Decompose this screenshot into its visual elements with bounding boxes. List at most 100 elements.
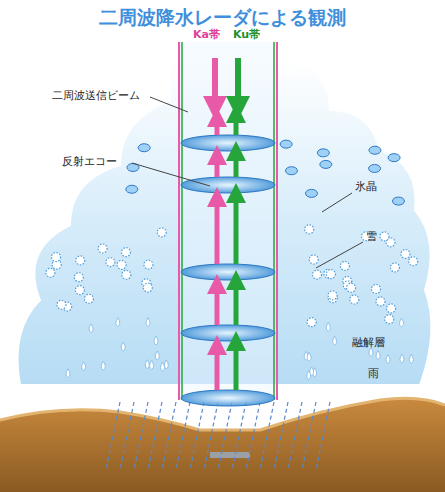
snowflake bbox=[380, 232, 389, 241]
ku-echo-arrow bbox=[234, 151, 239, 177]
ground-station bbox=[210, 452, 250, 458]
snowflake bbox=[76, 256, 85, 265]
rain-streak bbox=[218, 402, 232, 470]
snowflake bbox=[350, 295, 359, 304]
rain-drop bbox=[145, 360, 149, 369]
part-label: 二周波送信ビーム bbox=[52, 89, 140, 102]
rain-streak bbox=[162, 402, 176, 470]
rain-drop bbox=[116, 318, 120, 327]
ku-transmit-arrow bbox=[235, 58, 241, 108]
ka-echo-arrow bbox=[215, 117, 220, 135]
layer-label: 雨 bbox=[368, 367, 379, 380]
snowflake bbox=[372, 284, 381, 293]
range-disc bbox=[181, 135, 275, 151]
snowflake bbox=[347, 283, 356, 292]
rain-streak bbox=[134, 402, 148, 470]
title: 二周波降水レーダによる観測 bbox=[99, 6, 346, 29]
snowflake bbox=[52, 253, 61, 262]
rain-drop bbox=[89, 324, 93, 333]
rain-drop bbox=[326, 322, 330, 331]
snowflake bbox=[143, 283, 152, 292]
rain-drop bbox=[333, 336, 337, 345]
rain-drop bbox=[154, 336, 158, 345]
snowflake bbox=[122, 270, 131, 279]
leader-line bbox=[316, 242, 363, 268]
rain-drop bbox=[307, 352, 311, 361]
ka-transmit-arrow bbox=[212, 58, 218, 108]
rain-streak bbox=[232, 402, 246, 470]
band-label: Ka帯 bbox=[193, 28, 220, 41]
snowflake bbox=[340, 261, 349, 270]
ice-crystal bbox=[126, 185, 138, 193]
snowflake bbox=[75, 286, 84, 295]
rain-streak bbox=[148, 402, 162, 470]
beam-edge bbox=[181, 42, 183, 400]
rain-drop bbox=[161, 362, 165, 371]
ice-crystal bbox=[285, 167, 297, 175]
ice-crystal bbox=[138, 144, 150, 152]
range-discs bbox=[181, 135, 275, 406]
range-disc bbox=[181, 390, 275, 406]
snowflake bbox=[385, 315, 394, 324]
snowflake bbox=[307, 318, 316, 327]
ice-crystal bbox=[280, 140, 292, 148]
ka-echo-arrow bbox=[215, 155, 220, 177]
rain-drop bbox=[155, 351, 159, 360]
ice-crystal bbox=[305, 189, 317, 197]
snowflake bbox=[98, 244, 107, 253]
range-disc bbox=[181, 177, 275, 193]
rain-streak bbox=[246, 402, 260, 470]
range-disc bbox=[181, 264, 275, 280]
snowflake bbox=[376, 297, 385, 306]
ground bbox=[0, 398, 445, 492]
range-disc bbox=[181, 325, 275, 341]
snowflake bbox=[312, 270, 321, 279]
beam-edge bbox=[276, 42, 278, 400]
rain-streak bbox=[176, 402, 190, 470]
rain-streak bbox=[274, 402, 288, 470]
ka-echo-arrow bbox=[215, 284, 220, 325]
rain-drop bbox=[409, 354, 413, 363]
snowflake bbox=[46, 268, 55, 277]
snowflake bbox=[305, 225, 314, 234]
snowflake bbox=[106, 258, 115, 267]
rain-streak bbox=[302, 402, 316, 470]
snowflake bbox=[157, 228, 166, 237]
ku-echo-arrow bbox=[234, 193, 239, 264]
snowflake bbox=[117, 260, 126, 269]
ice-crystal bbox=[369, 164, 381, 172]
ice-crystal bbox=[369, 146, 381, 154]
snowflake bbox=[401, 249, 410, 258]
rain-drop bbox=[400, 318, 404, 327]
snowflake bbox=[57, 300, 66, 309]
ice-crystal bbox=[392, 197, 404, 205]
snowflake bbox=[74, 273, 83, 282]
echo-arrows bbox=[217, 113, 236, 390]
snowflake bbox=[328, 291, 337, 300]
rain-streak bbox=[120, 402, 134, 470]
rain-streak bbox=[190, 402, 204, 470]
ice-crystal bbox=[320, 160, 332, 168]
layer-label: 雪 bbox=[366, 230, 377, 243]
ku-echo-arrow bbox=[234, 280, 239, 325]
leader-line bbox=[132, 163, 210, 186]
ice-crystal bbox=[388, 154, 400, 162]
snowflake bbox=[326, 270, 335, 279]
band-label: Ku帯 bbox=[233, 28, 260, 41]
leader-line bbox=[150, 97, 188, 112]
rain-streaks bbox=[106, 402, 330, 470]
rain-drop bbox=[66, 369, 70, 378]
leader-line bbox=[322, 193, 352, 212]
ku-echo-arrow bbox=[234, 113, 239, 135]
rain-drop bbox=[146, 318, 150, 327]
ku-echo-arrow bbox=[234, 341, 239, 390]
rain-streak bbox=[204, 402, 218, 470]
rain-drop bbox=[400, 354, 404, 363]
rain-drop bbox=[121, 342, 125, 351]
snowflake bbox=[409, 257, 418, 266]
beam-body bbox=[180, 42, 276, 400]
snowflake bbox=[309, 255, 318, 264]
beam-edge bbox=[178, 42, 180, 400]
